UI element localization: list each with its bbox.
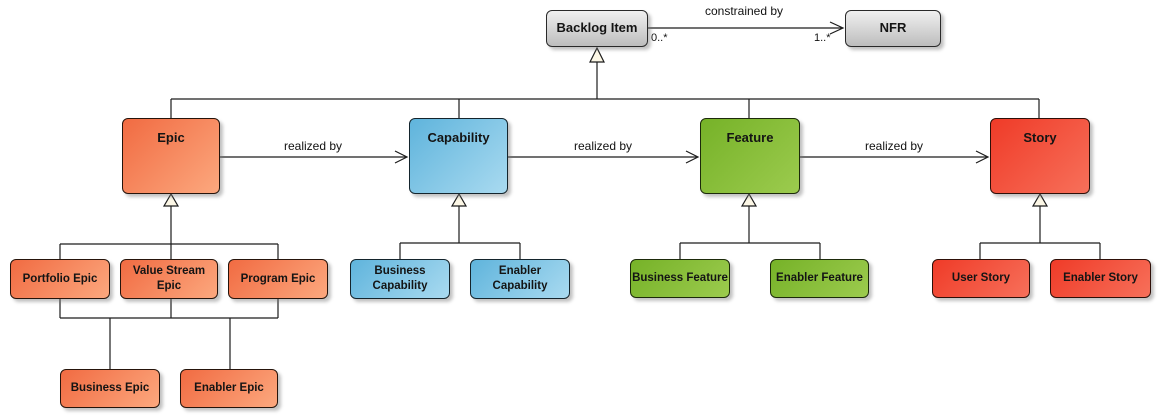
node-enabler-story[interactable]: Enabler Story — [1050, 259, 1151, 298]
multiplicity-target: 1..* — [814, 32, 831, 44]
edge-generalization-capability — [399, 192, 521, 259]
generalization-triangle-icon — [589, 46, 605, 63]
open-arrowhead-icon — [829, 21, 845, 35]
node-enabler-feature[interactable]: Enabler Feature — [770, 259, 869, 298]
node-label: Story — [1023, 130, 1057, 145]
node-nfr[interactable]: NFR — [845, 10, 941, 47]
edge-generalization-feature — [679, 192, 821, 259]
node-label: Enabler Feature — [776, 272, 863, 285]
node-label: NFR — [879, 20, 907, 36]
edge-label-realized-by-1: realized by — [283, 139, 343, 153]
node-label: Business Capability — [372, 265, 428, 292]
edge-label-realized-by-2: realized by — [573, 139, 633, 153]
node-value-stream-epic[interactable]: Value Stream Epic — [120, 259, 218, 299]
edge-label-constrained-by: constrained by — [704, 4, 784, 18]
node-business-epic[interactable]: Business Epic — [60, 369, 160, 408]
node-label: User Story — [951, 272, 1011, 285]
generalization-triangle-icon — [162, 192, 180, 207]
node-label: Epic — [157, 130, 185, 145]
node-user-story[interactable]: User Story — [932, 259, 1030, 298]
node-portfolio-epic[interactable]: Portfolio Epic — [10, 259, 110, 299]
open-arrowhead-icon — [975, 150, 990, 164]
node-label: Enabler Epic — [194, 382, 264, 395]
node-label: Business Feature — [632, 272, 728, 285]
node-label: Backlog Item — [556, 20, 638, 36]
node-epic[interactable]: Epic — [122, 118, 220, 194]
node-enabler-capability[interactable]: Enabler Capability — [470, 259, 570, 299]
node-capability[interactable]: Capability — [409, 118, 508, 194]
node-story[interactable]: Story — [990, 118, 1090, 194]
generalization-triangle-icon — [1031, 192, 1049, 207]
node-label: Value Stream Epic — [132, 265, 206, 292]
node-label: Enabler Story — [1063, 272, 1138, 285]
node-label: Feature — [726, 130, 774, 145]
generalization-triangle-icon — [740, 192, 758, 207]
node-backlog-item[interactable]: Backlog Item — [546, 10, 648, 47]
node-label: Enabler Capability — [492, 265, 548, 292]
node-feature[interactable]: Feature — [700, 118, 800, 194]
multiplicity-source: 0..* — [651, 32, 668, 44]
node-business-capability[interactable]: Business Capability — [350, 259, 450, 299]
node-label: Portfolio Epic — [22, 272, 98, 285]
open-arrowhead-icon — [685, 150, 700, 164]
generalization-triangle-icon — [450, 192, 468, 207]
node-program-epic[interactable]: Program Epic — [228, 259, 328, 299]
node-label: Capability — [427, 130, 490, 145]
node-label: Business Epic — [70, 382, 150, 395]
node-business-feature[interactable]: Business Feature — [630, 259, 730, 298]
node-label: Program Epic — [240, 272, 316, 285]
open-arrowhead-icon — [394, 150, 409, 164]
node-enabler-epic[interactable]: Enabler Epic — [180, 369, 278, 408]
edge-generalization-story — [979, 192, 1101, 259]
edge-label-realized-by-3: realized by — [864, 139, 924, 153]
edge-generalization-backlog — [170, 46, 1040, 118]
